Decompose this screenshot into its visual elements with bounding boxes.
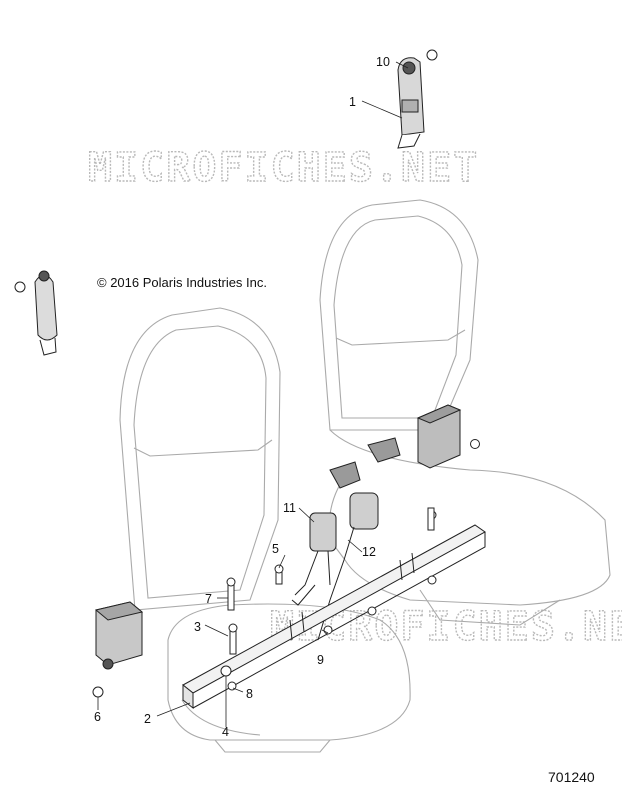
callout-10: 10 xyxy=(376,55,390,69)
callout-3: 3 xyxy=(194,620,201,634)
front-seat xyxy=(119,307,411,753)
leader-lines xyxy=(97,61,409,727)
part-2-crossbar xyxy=(182,524,486,710)
rear-retractor xyxy=(416,404,480,469)
front-retractor xyxy=(94,601,144,670)
diagram-number: 701240 xyxy=(548,769,595,785)
buckle-11 xyxy=(309,512,337,552)
callout-9: 9 xyxy=(317,653,324,667)
buckle-12 xyxy=(349,492,379,530)
callout-6: 6 xyxy=(94,710,101,724)
callout-5: 5 xyxy=(272,542,279,556)
watermark-top: MICROFICHES.NET xyxy=(88,145,479,191)
callout-1: 1 xyxy=(349,95,356,109)
callout-4: 4 xyxy=(222,725,229,739)
buckle-assembly xyxy=(291,437,401,641)
callout-8: 8 xyxy=(246,687,253,701)
callout-2: 2 xyxy=(144,712,151,726)
rear-seat xyxy=(319,199,611,626)
hardware xyxy=(92,507,437,698)
nut-icon xyxy=(426,49,438,61)
nut-icon xyxy=(14,281,26,293)
callout-7: 7 xyxy=(205,592,212,606)
callout-11: 11 xyxy=(283,501,296,515)
callout-12: 12 xyxy=(362,545,376,559)
copyright-notice: © 2016 Polaris Industries Inc. xyxy=(97,275,267,290)
loose-retractor xyxy=(14,270,58,356)
part-1-retractor xyxy=(397,49,438,149)
